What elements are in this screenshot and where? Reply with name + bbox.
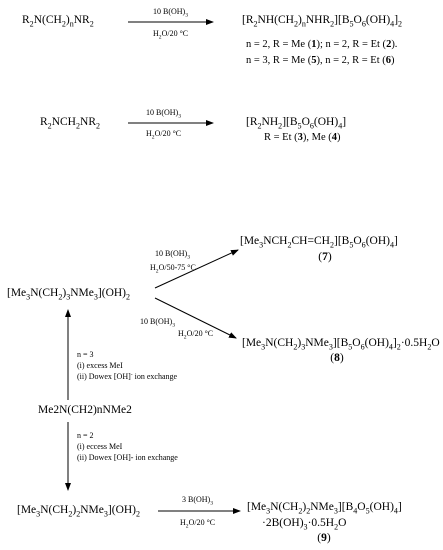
r3-lower-below: H2O/20 °C bbox=[178, 329, 214, 341]
r4-label: (9) bbox=[317, 532, 331, 544]
quat-down-step1: (i) eccess MeI bbox=[77, 442, 123, 451]
mid-compound: Me2N(CH2)nNMe2 bbox=[38, 404, 132, 416]
r2-reactant: R2NCH2NR2 bbox=[40, 116, 101, 131]
quat-up-step2: (ii) Dowex [OH]- ion exchange bbox=[77, 371, 178, 381]
r1-conditions-below: H2O/20 °C bbox=[153, 29, 189, 41]
r1-reactant: R2N(CH2)nNR2 bbox=[22, 14, 94, 29]
r3-start: [Me3N(CH2)3NMe3](OH)2 bbox=[7, 287, 131, 302]
r2-conditions-above: 10 B(OH)3 bbox=[146, 108, 182, 120]
r3-lower-above: 10 B(OH)3 bbox=[140, 317, 176, 329]
r3-lower-label: (8) bbox=[330, 352, 344, 364]
quat-up-n: n = 3 bbox=[77, 350, 94, 359]
r4-conditions-above: 3 B(OH)3 bbox=[182, 495, 214, 507]
r1-product: [R2NH(CH2)nNHR2][B5O6(OH)4]2 bbox=[242, 14, 403, 29]
quat-down-step2: (ii) Dowex [OH]- ion exchange bbox=[77, 453, 178, 462]
r3-upper-above: 10 B(OH)3 bbox=[155, 249, 191, 261]
r4-conditions-below: H2O/20 °C bbox=[180, 518, 216, 530]
r2-conditions-below: H2O/20 °C bbox=[146, 129, 182, 141]
r2-product: [R2NH2][B5O6(OH)4] bbox=[246, 116, 347, 131]
r1-note2: n = 3, R = Me (5), n = 2, R = Et (6) bbox=[246, 55, 395, 66]
r2-note: R = Et (3), Me (4) bbox=[264, 132, 341, 143]
r3-upper-label: (7) bbox=[318, 251, 332, 263]
r3-upper-below: H2O/50-75 °C bbox=[150, 263, 196, 275]
r1-note1: n = 2, R = Me (1); n = 2, R = Et (2). bbox=[246, 39, 398, 50]
arrow-upper bbox=[154, 249, 239, 289]
quat-down-n: n = 2 bbox=[77, 431, 94, 440]
r4-product-line2: ·2B(OH)3·0.5H2O bbox=[262, 517, 347, 532]
r1-conditions-above: 10 B(OH)3 bbox=[153, 7, 189, 19]
r4-product-line1: [Me3N(CH2)2NMe3][B4O5(OH)4] bbox=[247, 501, 402, 516]
arrow-lower bbox=[154, 297, 237, 339]
r3-lower-product: [Me3N(CH2)3NMe3][B5O6(OH)4]2·0.5H2O bbox=[242, 337, 440, 352]
quat-up-step1: (i) excess MeI bbox=[77, 361, 123, 370]
r4-start: [Me3N(CH2)2NMe3](OH)2 bbox=[17, 504, 141, 519]
r3-upper-product: [Me3NCH2CH=CH2][B5O6(OH)4] bbox=[240, 235, 398, 250]
